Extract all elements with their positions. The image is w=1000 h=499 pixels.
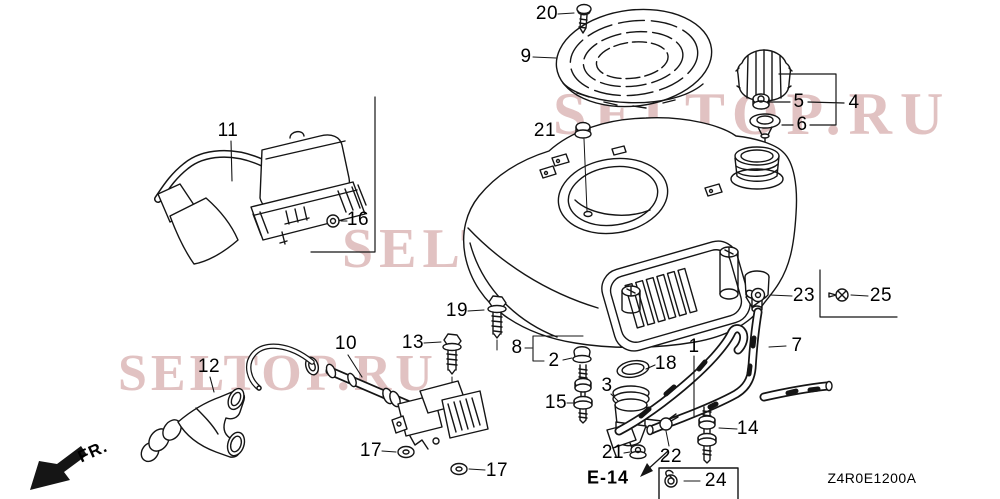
callout-22: 22 [659,446,683,467]
carburetor-assembly [391,380,489,450]
fuel-tube-1 [614,324,749,436]
screw-25 [828,288,849,302]
clip-23 [745,287,766,303]
callout-1: 1 [688,336,700,357]
washer-17-bottom [450,462,468,476]
callout-18: 18 [654,353,678,374]
fuel-tank [462,117,798,352]
drawing-code: Z4R0E1200A [827,470,917,486]
bracket-8 [532,335,584,362]
callout-25: 25 [869,285,893,306]
cap-washer-6 [749,113,781,145]
hose-clip-22 [659,413,679,447]
fr-arrow [30,446,87,490]
tube-7 [646,307,763,436]
callout-13: 13 [401,332,425,353]
fan-cover [555,8,713,109]
callout-5: 5 [793,91,805,112]
coil-nut-16 [326,214,340,228]
callout-9: 9 [520,46,532,67]
tank-fittings [539,145,723,197]
stud-15 [573,364,593,424]
callout-21-bottom: 21 [601,442,625,463]
callout-11: 11 [217,120,239,141]
callout-19: 19 [445,300,469,321]
callout-16: 16 [346,209,370,230]
washer-17-left [397,445,415,459]
filler-neck [730,146,784,190]
callout-15: 15 [544,392,568,413]
callout-8: 8 [511,337,523,358]
flange-bolt-19 [487,295,507,351]
callout-7: 7 [791,335,803,356]
louver-tray [601,240,767,352]
fuel-joint-3 [606,385,667,457]
callout-12: 12 [197,356,221,377]
bracket-25 [819,269,898,318]
cap-nut-2 [572,346,592,364]
callout-24: 24 [704,470,728,491]
bracket-11 [310,96,376,253]
leader-lines [209,12,869,482]
callout-20: 20 [535,3,559,24]
callout-14: 14 [736,418,760,439]
callout-2: 2 [548,350,560,371]
callout-17-left: 17 [359,440,383,461]
twin-tube-12 [140,387,246,463]
callout-23: 23 [792,285,816,306]
callout-4: 4 [848,92,860,113]
fuel-cap-knob [735,49,793,102]
flange-nut-21-top [574,121,593,218]
cap-nut-5 [752,93,770,110]
flange-nut-21-bottom [629,444,647,460]
clamp-24-box [658,467,739,499]
ignition-coil [154,131,367,265]
screw-20 [576,3,592,34]
tube-lower-right [759,380,833,402]
gasket-18 [616,359,650,379]
callout-21-top: 21 [533,120,557,141]
callout-17-bottom: 17 [485,460,509,481]
spark-plug-cap [157,183,239,265]
e14-arrow [640,450,669,477]
callout-3: 3 [601,375,613,396]
callout-6: 6 [796,114,808,135]
bracket-4 [769,73,845,126]
stud-14 [697,406,717,464]
callout-10: 10 [334,333,358,354]
page-reference: E-14 [586,467,630,488]
